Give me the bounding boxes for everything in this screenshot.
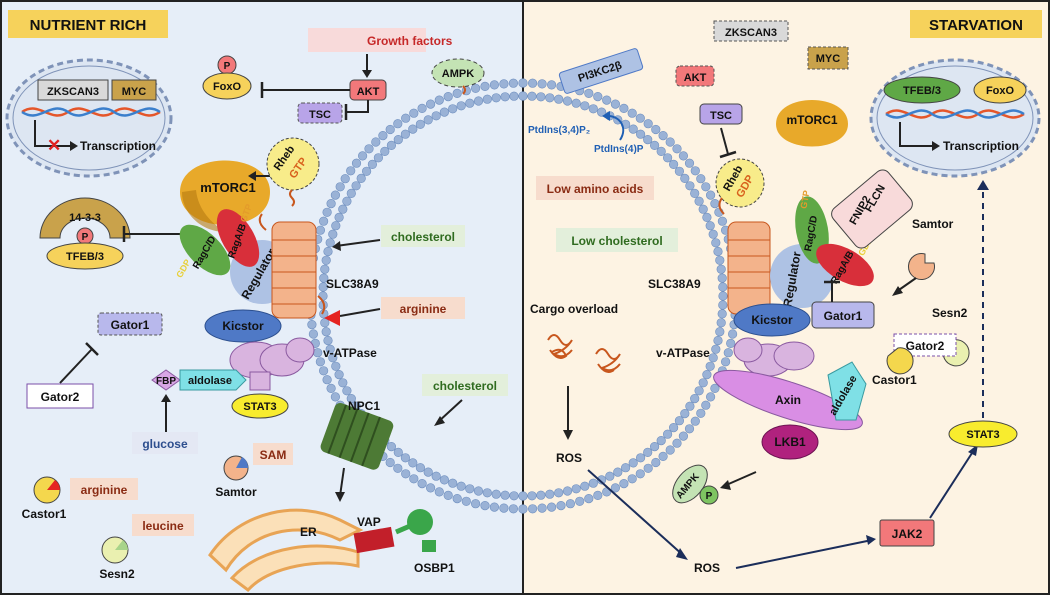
right-ptdins4p-label: PtdIns(4)P [594,144,644,155]
left-kicstor-label: Kicstor [222,319,264,333]
left-gator1-label: Gator1 [111,318,150,332]
right-jak2-label: JAK2 [892,527,923,541]
left-sesn2-label: Sesn2 [99,567,135,581]
right-samtor-label: Samtor [912,217,954,231]
right-cargo-aggregates [547,334,621,373]
left-vatpase-label: v-ATPase [323,346,377,360]
left-aldolase-label: aldolase [188,375,232,387]
left-tsc-label: TSC [309,109,331,121]
left-arginine-1-label: arginine [400,302,447,316]
left-leucine-label: leucine [142,519,184,533]
right-lkb1-label: LKB1 [774,435,806,449]
right-ros-2-label: ROS [694,561,720,575]
right-transcription-label: Transcription [943,139,1019,153]
right-vatpase-label: v-ATPase [656,346,710,360]
left-gator2-label: Gator2 [41,390,80,404]
right-low-amino-acids-label: Low amino acids [547,182,644,196]
right-foxo-label: FoxO [986,85,1015,97]
left-akt-label: AKT [357,86,380,98]
left-title: NUTRIENT RICH [30,17,147,34]
right-castor1-label: Castor1 [872,373,917,387]
left-castor1-label: Castor1 [22,507,67,521]
left-cholesterol-1-label: cholesterol [391,230,455,244]
right-gator2-label: Gator2 [906,339,945,353]
left-slc38a9-channel [258,213,326,319]
right-sesn2-label: Sesn2 [932,306,968,320]
right-myc-label: MYC [816,53,841,65]
right-gator1-label: Gator1 [824,309,863,323]
left-foxo-p-label: P [224,61,231,72]
left-er [208,508,364,593]
left-stat3-label: STAT3 [243,401,276,413]
left-glucose-label: glucose [142,437,188,451]
right-mtorc1-label: mTORC1 [786,113,837,127]
right-zkscan3-label: ZKSCAN3 [725,27,777,39]
left-npc1-label: NPC1 [348,399,380,413]
left-arginine-2-label: arginine [81,483,128,497]
left-growth-factors-label: Growth factors [367,34,453,48]
left-mtorc1-label: mTORC1 [200,180,255,195]
left-nucleus: ZKSCAN3 MYC ✕ Transcription [5,58,173,178]
left-block-x: ✕ [47,136,61,155]
right-title: STARVATION [929,17,1023,34]
right-slc38a9-label: SLC38A9 [648,277,701,291]
right-ptdins34p2-label: PtdIns(3,4)P₂ [528,125,590,136]
left-myc-label: MYC [122,86,147,98]
right-stat3-label: STAT3 [966,429,999,441]
left-osbp1-label: OSBP1 [414,561,455,575]
left-er-label: ER [300,525,317,539]
right-cargo-overload-label: Cargo overload [530,302,618,316]
right-ampk-p-label: P [706,491,713,502]
left-npc1-channel [320,402,394,470]
right-ros-1-label: ROS [556,451,582,465]
left-fbp-label: FBP [156,376,176,387]
left-vatpase [229,337,315,391]
right-low-cholesterol-label: Low cholesterol [571,234,662,248]
right-tsc-label: TSC [710,110,732,122]
left-zkscan3-label: ZKSCAN3 [47,86,99,98]
right-kicstor-label: Kicstor [751,313,793,327]
left-sam-label: SAM [260,448,287,462]
left-samtor-label: Samtor [215,485,257,499]
left-transcription-label: Transcription [80,139,156,153]
left-slc38a9-label: SLC38A9 [326,277,379,291]
right-nucleus: TFEB/3 FoxO Transcription [869,58,1041,178]
right-akt-label: AKT [684,72,707,84]
right-ragc-gtp-label: GTP [799,189,812,209]
left-vap-label: VAP [357,515,381,529]
left-foxo-label: FoxO [213,81,242,93]
left-cholesterol-2-label: cholesterol [433,379,497,393]
left-tfeb-label: TFEB/3 [66,251,104,263]
left-tfeb-p-label: P [82,232,89,243]
left-14-3-3-label: 14-3-3 [69,212,101,224]
left-ampk-label: AMPK [442,68,474,80]
right-tfeb-label: TFEB/3 [903,85,941,97]
right-axin-label: Axin [775,393,801,407]
